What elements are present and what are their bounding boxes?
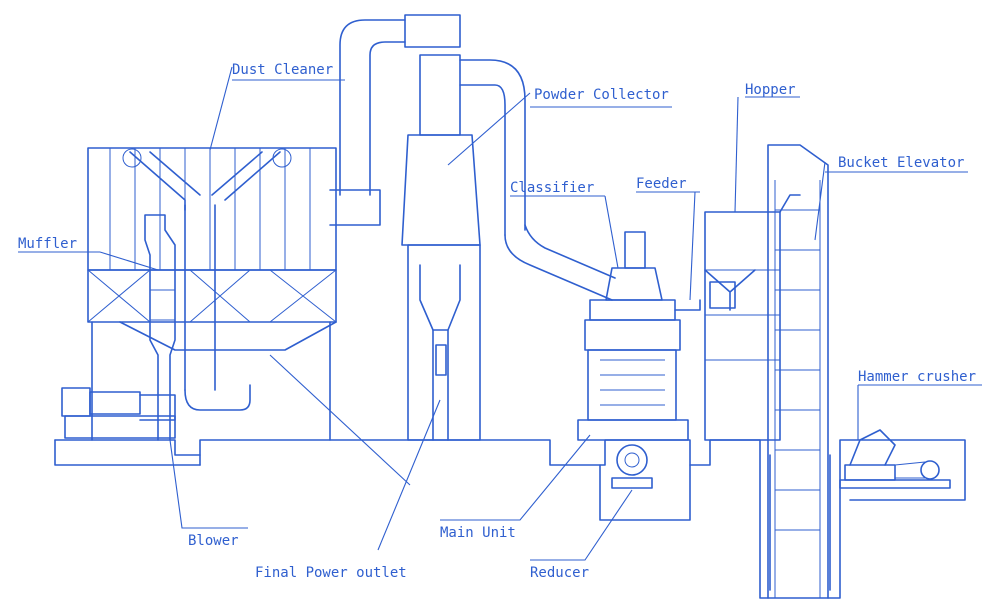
hopper [704,194,801,441]
dust-cleaner [87,147,337,441]
bucket-elevator [767,144,829,599]
label-bucket-elevator: Bucket Elevator [838,155,964,171]
muffler [144,214,176,441]
label-feeder: Feeder [636,176,687,192]
leader-lines [18,66,982,561]
main-unit [577,231,701,441]
label-reducer: Reducer [530,565,589,581]
label-powder-collector: Powder Collector [534,87,669,103]
label-main-unit: Main Unit [440,525,516,541]
top-duct [329,14,461,226]
label-final-power-outlet: Final Power outlet [255,565,407,581]
label-classifier: Classifier [510,180,594,196]
classifier-duct [504,224,616,301]
label-blower: Blower [188,533,239,549]
foundation [54,439,966,599]
label-hopper: Hopper [745,82,796,98]
label-hammer-crusher: Hammer crusher [858,369,976,385]
label-muffler: Muffler [18,236,77,252]
label-dust-cleaner: Dust Cleaner [232,62,333,78]
hammer-crusher [839,429,951,489]
powder-collector [401,54,526,441]
blower [61,387,176,439]
reducer [611,444,653,489]
